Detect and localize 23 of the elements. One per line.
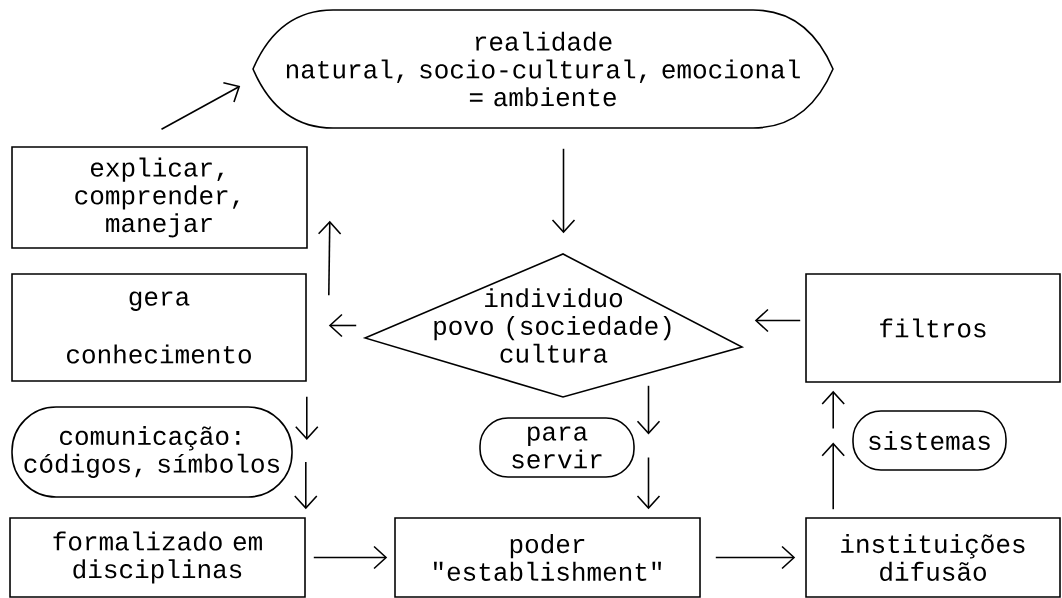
arrow <box>328 313 357 338</box>
arrow <box>821 442 845 510</box>
process-box: filtros <box>805 273 1061 383</box>
process-box: formalizado em disciplinas <box>9 517 306 598</box>
process-box: instituições difusão <box>805 517 1061 598</box>
arrow <box>294 461 318 510</box>
arrow <box>821 390 845 430</box>
process-box: gera conhecimento <box>11 273 307 382</box>
arrow <box>636 456 661 510</box>
arrow <box>295 396 319 440</box>
process-box: explicar, comprender, manejar <box>11 146 308 249</box>
rounded-box: comunicação: códigos, símbolos <box>11 406 293 498</box>
terminal-shape: realidade natural, socio-cultural, emocional = ambiente <box>252 9 834 129</box>
arrow <box>551 148 576 234</box>
rounded-box: sistemas <box>852 410 1007 471</box>
arrow <box>317 220 342 296</box>
arrow <box>754 308 801 333</box>
rounded-box: para servir <box>479 417 635 478</box>
process-box: poder "establishment" <box>394 517 701 598</box>
arrow <box>636 385 661 435</box>
arrow <box>160 81 241 130</box>
arrow <box>715 545 796 570</box>
arrow <box>313 545 388 570</box>
